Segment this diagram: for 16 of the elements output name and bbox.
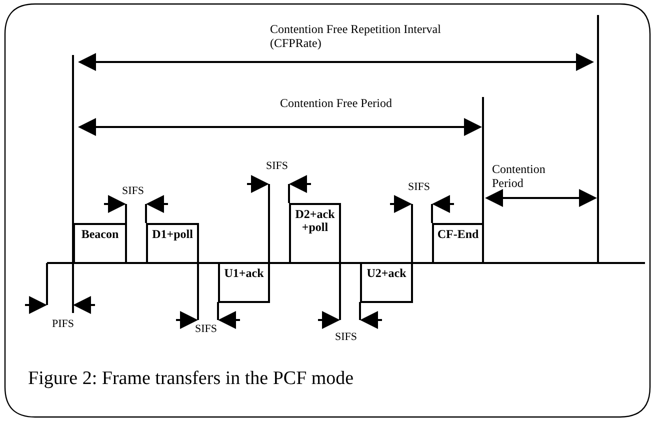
spacing-label: SIFS <box>122 184 144 198</box>
spacing-label: SIFS <box>195 322 218 336</box>
end-frame: CF-End <box>432 223 484 264</box>
data-frame: D1+poll <box>146 223 199 264</box>
ack-frame: U1+ack <box>218 262 270 303</box>
figure-caption: Figure 2: Frame transfers in the PCF mode <box>28 368 354 390</box>
interval-label: Contention Free Repetition Interval (CFPRate) <box>270 22 442 50</box>
interval-label: Contention Free Period <box>280 96 392 110</box>
spacing-label: SIFS <box>335 330 358 344</box>
ack-frame: U2+ack <box>360 262 413 303</box>
spacing-label: PIFS <box>52 317 74 331</box>
data-frame: D2+ack +poll <box>289 203 341 264</box>
beacon-frame: Beacon <box>73 223 127 264</box>
spacing-label: SIFS <box>408 180 430 194</box>
interval-label: Contention Period <box>492 162 546 190</box>
spacing-label: SIFS <box>266 159 288 173</box>
